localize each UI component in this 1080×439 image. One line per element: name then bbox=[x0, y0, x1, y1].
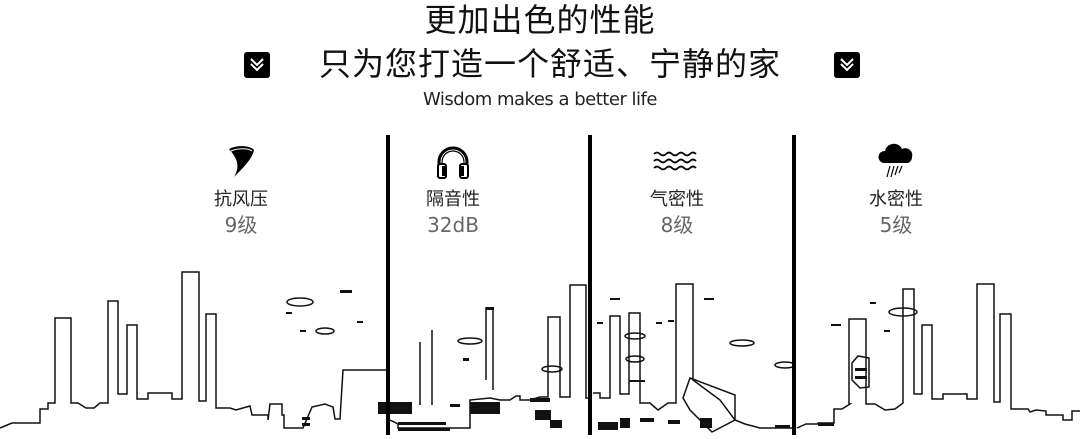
tornado-icon bbox=[181, 140, 301, 184]
section-divider bbox=[588, 135, 592, 435]
subtitle: 只为您打造一个舒适、宁静的家 bbox=[318, 45, 781, 83]
section-divider bbox=[792, 135, 796, 435]
tagline: Wisdom makes a better life bbox=[423, 89, 657, 110]
double-chevron-down-icon bbox=[244, 52, 270, 78]
feature-sound-insulation: 隔音性 32dB bbox=[393, 140, 513, 238]
headphones-icon bbox=[393, 140, 513, 184]
feature-air-tightness: 气密性 8级 bbox=[617, 140, 737, 238]
double-chevron-down-icon bbox=[834, 52, 860, 78]
feature-value: 8级 bbox=[660, 213, 694, 237]
feature-value: 9级 bbox=[224, 213, 258, 237]
rain-cloud-icon bbox=[836, 140, 956, 184]
subtitle-row: 只为您打造一个舒适、宁静的家 bbox=[0, 44, 1080, 84]
feature-label: 水密性 bbox=[869, 189, 923, 210]
feature-label: 隔音性 bbox=[426, 189, 480, 210]
waves-icon bbox=[617, 140, 737, 184]
feature-label: 抗风压 bbox=[214, 189, 268, 210]
feature-water-tightness: 水密性 5级 bbox=[836, 140, 956, 238]
section-divider bbox=[386, 135, 390, 435]
feature-wind-pressure: 抗风压 9级 bbox=[181, 140, 301, 238]
feature-label: 气密性 bbox=[650, 189, 704, 210]
feature-value: 5级 bbox=[879, 213, 913, 237]
feature-value: 32dB bbox=[427, 213, 479, 237]
headline: 更加出色的性能 bbox=[424, 1, 656, 39]
